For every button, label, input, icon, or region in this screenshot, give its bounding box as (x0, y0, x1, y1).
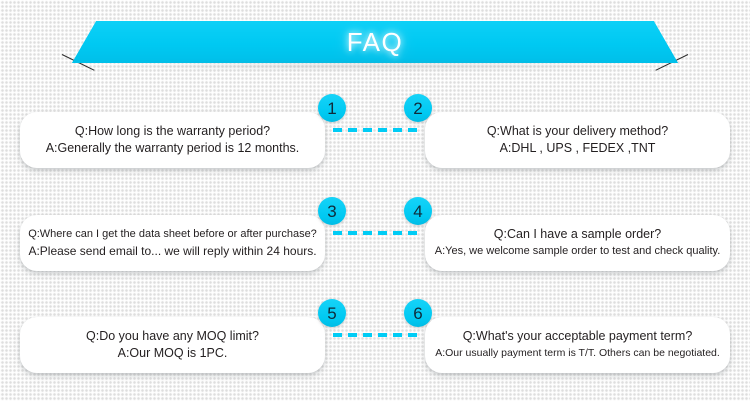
faq-connector-dashed-line (333, 333, 417, 337)
faq-question: Q:Can I have a sample order? (493, 227, 662, 241)
faq-item-2[interactable]: Q:What is your delivery method? A:DHL , … (425, 112, 730, 168)
faq-item-4[interactable]: Q:Can I have a sample order? A:Yes, we w… (425, 215, 730, 271)
faq-badge-6: 6 (404, 299, 432, 327)
faq-badge-2: 2 (404, 94, 432, 122)
faq-badge-5: 5 (318, 299, 346, 327)
faq-question: Q:How long is the warranty period? (74, 124, 271, 138)
faq-answer: A:Our usually payment term is T/T. Other… (435, 347, 720, 359)
faq-item-1[interactable]: Q:How long is the warranty period? A:Gen… (20, 112, 325, 168)
faq-question: Q:Do you have any MOQ limit? (86, 329, 259, 343)
page-title: FAQ (346, 26, 404, 57)
faq-answer: A:Please send email to... we will reply … (28, 244, 317, 258)
faq-row: Q:How long is the warranty period? A:Gen… (0, 94, 750, 170)
faq-question: Q:Where can I get the data sheet before … (28, 228, 317, 240)
faq-banner: FAQ (0, 14, 750, 76)
faq-badge-3: 3 (318, 197, 346, 225)
banner-ribbon: FAQ (72, 21, 678, 63)
faq-question: Q:What is your delivery method? (486, 124, 669, 138)
faq-question: Q:What's your acceptable payment term? (462, 329, 693, 343)
faq-item-3[interactable]: Q:Where can I get the data sheet before … (20, 215, 325, 271)
faq-connector-dashed-line (333, 128, 417, 132)
faq-answer: A:Yes, we welcome sample order to test a… (434, 245, 721, 257)
faq-connector-dashed-line (333, 231, 417, 235)
faq-answer: A:Generally the warranty period is 12 mo… (45, 141, 300, 155)
faq-row: Q:Do you have any MOQ limit? A:Our MOQ i… (0, 299, 750, 375)
banner-shadow (80, 62, 670, 70)
faq-answer: A:DHL , UPS , FEDEX ,TNT (499, 141, 656, 155)
faq-badge-1: 1 (318, 94, 346, 122)
faq-item-5[interactable]: Q:Do you have any MOQ limit? A:Our MOQ i… (20, 317, 325, 373)
faq-item-6[interactable]: Q:What's your acceptable payment term? A… (425, 317, 730, 373)
faq-row: Q:Where can I get the data sheet before … (0, 197, 750, 273)
faq-answer: A:Our MOQ is 1PC. (117, 346, 228, 360)
faq-badge-4: 4 (404, 197, 432, 225)
